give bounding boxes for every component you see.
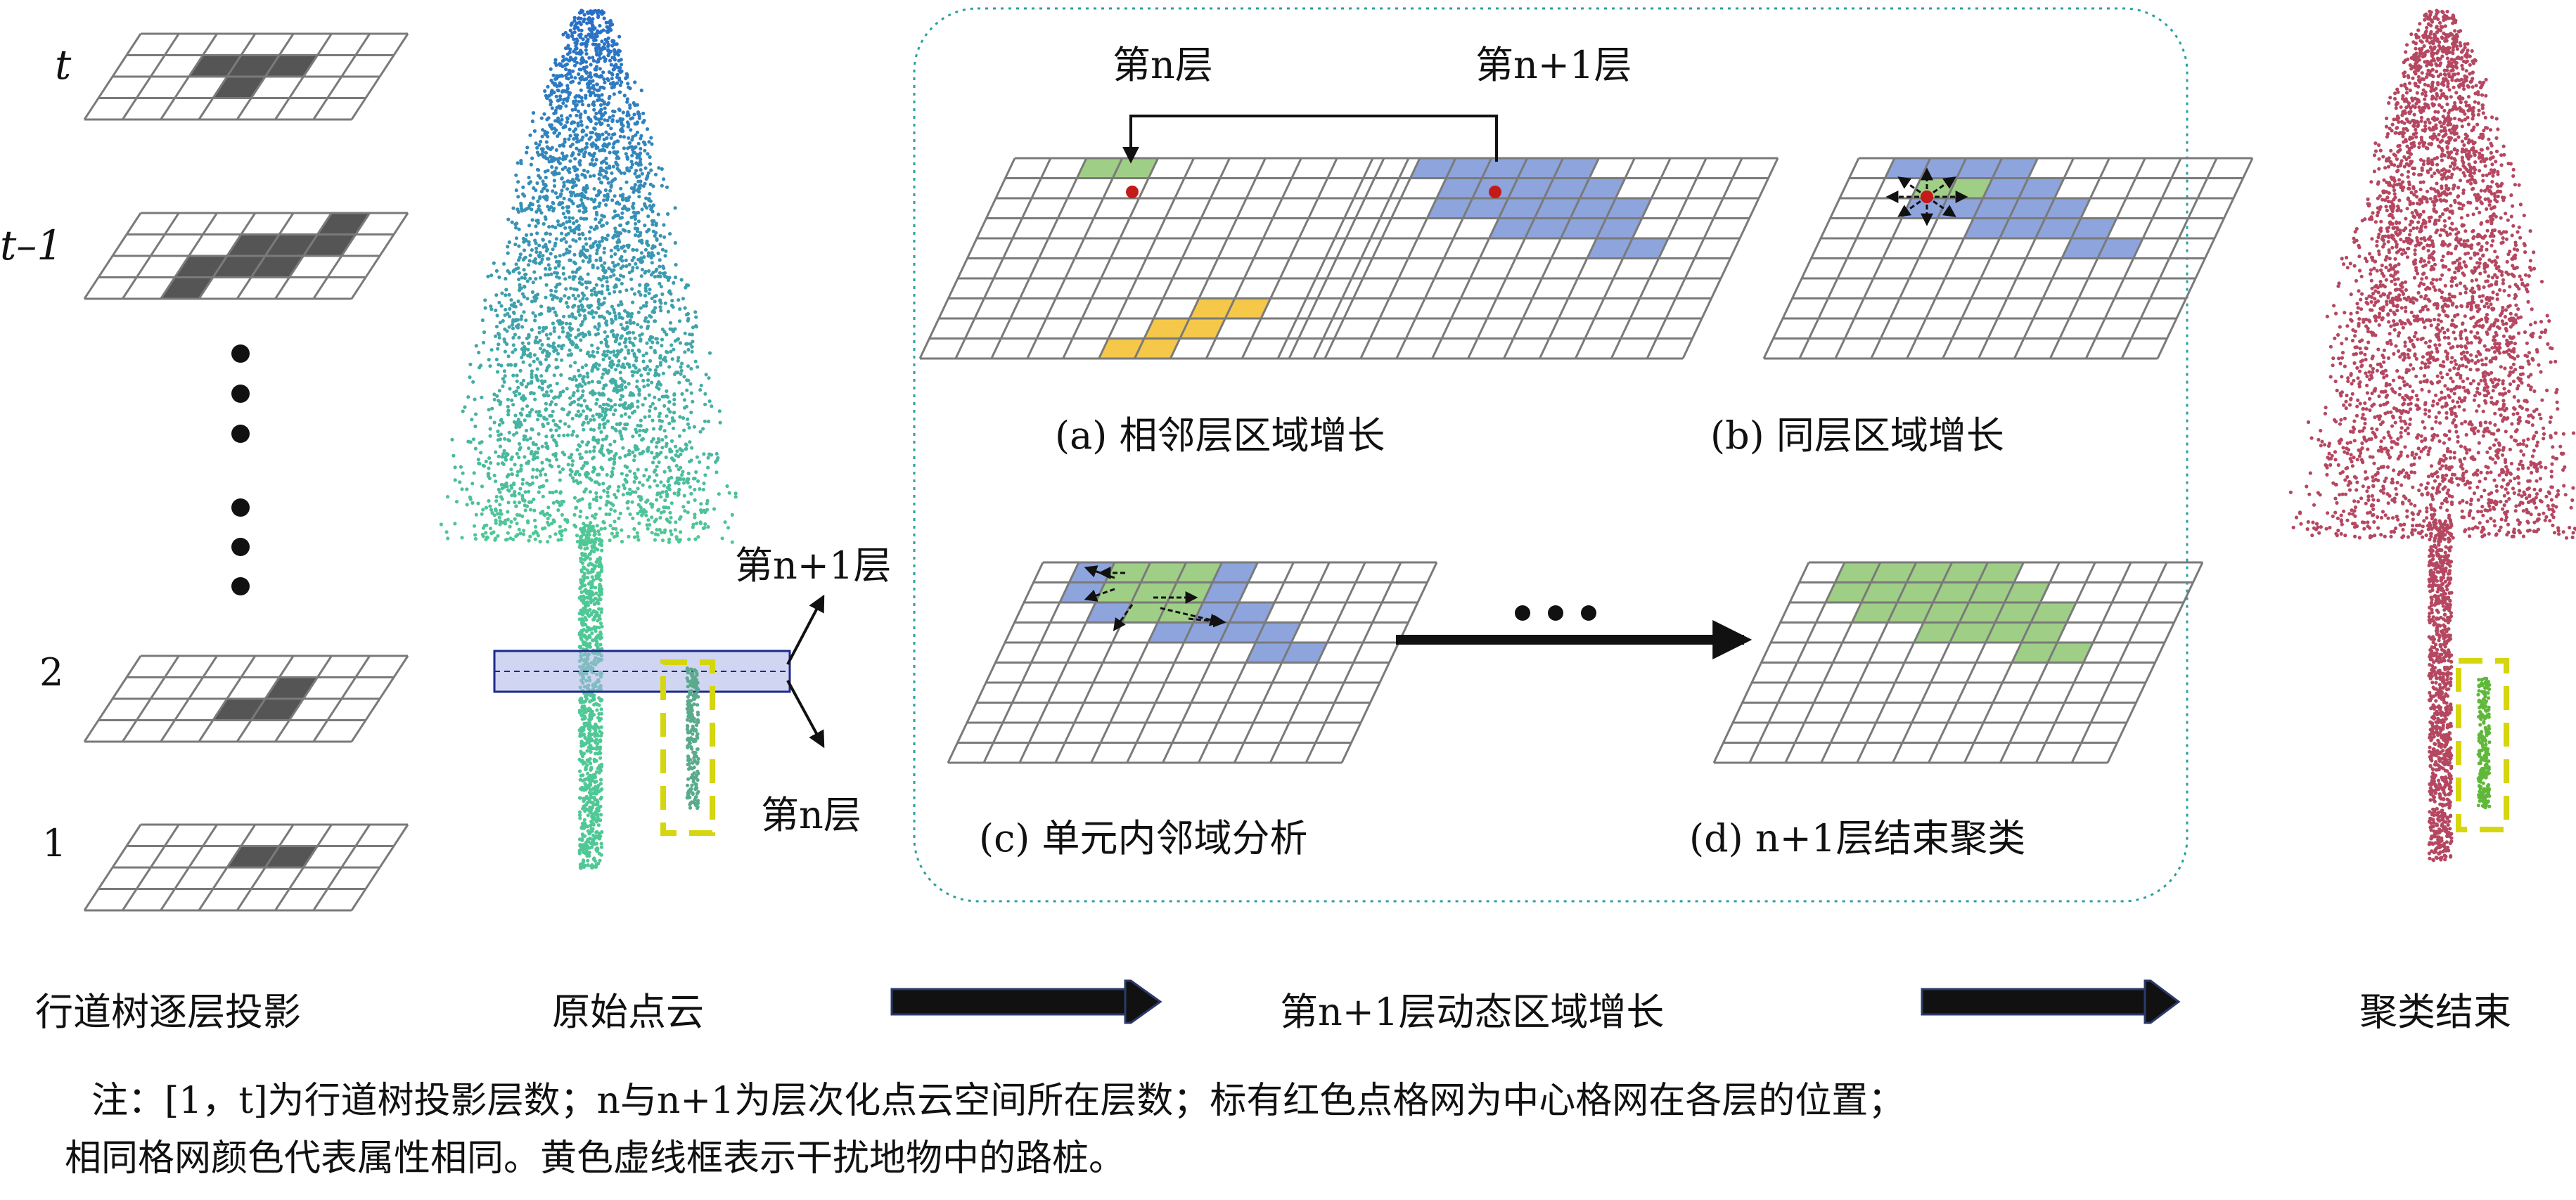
layer-label-1: 1 [42, 821, 67, 865]
projection-grid-2 [83, 212, 409, 300]
label-n1-layer-panel: 第n+1层 [1475, 43, 1632, 87]
bollard-points-result [2476, 676, 2492, 810]
layer-label-t: t [55, 41, 72, 89]
caption-dynamic: 第n+1层动态区域增长 [1280, 990, 1665, 1034]
projection-grid-1 [83, 32, 409, 121]
caption-c: (c) 单元内邻域分析 [979, 816, 1308, 860]
flow-arrow-1 [890, 979, 1162, 1024]
adjacent-layer-arrow [1122, 115, 1498, 164]
grid-d-end-cluster [1712, 561, 2204, 764]
label-n-layer-tree: 第n层 [761, 793, 861, 837]
projection-grid-3 [83, 654, 409, 743]
original-point-cloud-tree [439, 8, 738, 870]
cluster-result-tree [2288, 8, 2576, 863]
flow-arrow-2 [1921, 979, 2181, 1024]
dynamic-growth-frame [913, 7, 2189, 903]
projection-grid-stack [83, 32, 409, 912]
grid-b-same-layer [1762, 157, 2254, 360]
caption-result: 聚类结束 [2359, 990, 2511, 1034]
projection-grid-4 [83, 823, 409, 912]
grid-a-layer-n [918, 157, 1410, 360]
caption-b: (b) 同层区域增长 [1710, 413, 2004, 458]
ellipsis-dots-vertical [231, 344, 250, 595]
note-line-2: 相同格网颜色代表属性相同。黄色虚线框表示干扰地物中的路桩。 [65, 1137, 1126, 1180]
grid-a-layer-n1 [1288, 157, 1779, 360]
caption-a: (a) 相邻层区域增长 [1055, 413, 1385, 458]
grid-c-neighborhood [947, 561, 1438, 764]
same-layer-star-arrows [1885, 167, 1968, 226]
bollard-dashed-box-result [2456, 658, 2509, 832]
caption-original: 原始点云 [552, 990, 704, 1034]
note-line-1: 注：[1，t]为行道树投影层数；n与n+1为层次化点云空间所在层数；标有红色点格… [91, 1080, 1905, 1122]
caption-d: (d) n+1层结束聚类 [1689, 816, 2026, 860]
label-n-layer-panel: 第n层 [1113, 43, 1213, 87]
layer-label-2: 2 [39, 650, 64, 695]
caption-projection: 行道树逐层投影 [35, 990, 301, 1034]
bollard-points-original [685, 666, 700, 811]
layer-label-t-1: t–1 [0, 221, 63, 269]
ellipsis-dots-horizontal [1515, 605, 1596, 621]
label-n1-layer-tree: 第n+1层 [735, 543, 892, 588]
layer-slice-band [493, 594, 825, 749]
neighborhood-arrows [1084, 565, 1226, 631]
